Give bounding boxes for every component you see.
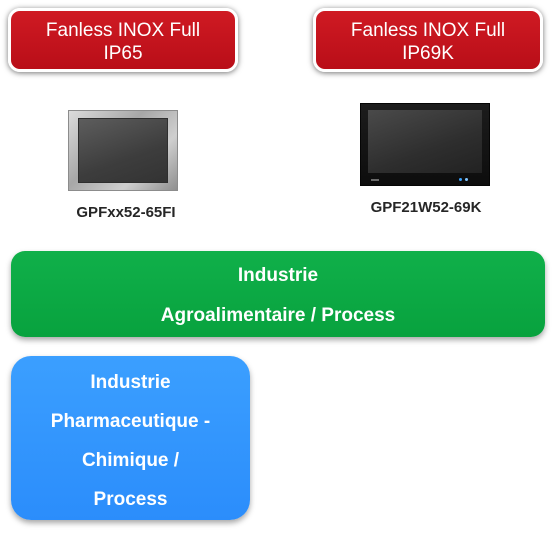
industry-line: Pharmaceutique -	[50, 411, 211, 432]
brand-logo-mark	[371, 179, 379, 181]
black-panel-pc-image	[360, 103, 490, 186]
badge-title: Fanless INOX Full	[45, 20, 201, 41]
badge-inox-ip69k: Fanless INOX Full IP69K	[313, 8, 543, 72]
badge-rating: IP69K	[402, 43, 454, 64]
badge-title: Fanless INOX Full	[350, 20, 506, 41]
industry-food-process-banner: Industrie Agroalimentaire / Process	[11, 251, 545, 337]
product-model-label: GPFxx52-65FI	[76, 204, 176, 221]
industry-line: Agroalimentaire / Process	[160, 305, 396, 326]
product-model-label: GPF21W52-69K	[370, 199, 482, 216]
device-screen	[78, 118, 168, 183]
industry-pharma-chemical-box: Industrie Pharmaceutique - Chimique / Pr…	[11, 356, 250, 520]
stainless-panel-pc-image	[68, 110, 178, 191]
industry-line: Chimique /	[81, 450, 180, 471]
badge-inox-ip65: Fanless INOX Full IP65	[8, 8, 238, 72]
status-led-icon	[459, 178, 469, 181]
industry-line: Industrie	[237, 265, 319, 286]
badge-rating: IP65	[103, 43, 143, 64]
industry-line: Process	[93, 489, 168, 510]
device-screen	[368, 110, 482, 173]
industry-line: Industrie	[90, 372, 171, 393]
